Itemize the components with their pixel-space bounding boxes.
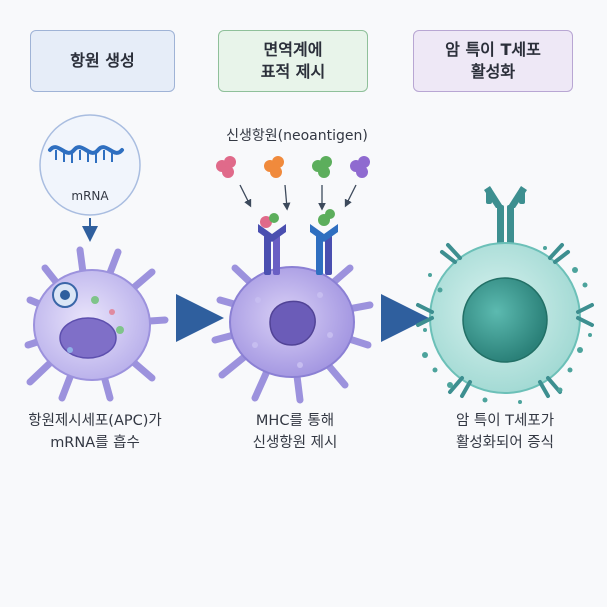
- stage-3-caption-line-1: 암 특이 T세포가: [455, 413, 555, 429]
- stage-3-caption-line-2: 활성화되어 증식: [456, 435, 554, 451]
- t-cell: [416, 186, 594, 404]
- apc2-nucleus: [269, 300, 316, 346]
- neoantigen-label: 신생항원(neoantigen): [226, 128, 368, 144]
- stage-2-caption: MHC를 통해 신생항원 제시: [200, 410, 390, 454]
- stage-2-caption-line-1: MHC를 통해: [255, 413, 335, 429]
- mhc-molecule-2: [310, 209, 338, 275]
- stage-1-title-line-1: 항원 생성: [70, 51, 135, 70]
- apc-cell-1: [24, 246, 169, 402]
- antigen-green-icon: [312, 156, 332, 178]
- stage-3-title-box: 암 특이 T세포 활성화: [413, 30, 573, 92]
- antigen-pink-icon: [216, 156, 236, 178]
- stage-2-title-line-1: 면역계에: [263, 40, 323, 59]
- stage-2-title-line-2: 표적 제시: [260, 62, 326, 81]
- antigen-orange-icon: [264, 156, 284, 178]
- stage-1-caption: 항원제시세포(APC)가 mRNA를 흡수: [0, 410, 190, 454]
- stage-3-caption: 암 특이 T세포가 활성화되어 증식: [405, 410, 605, 454]
- stage-1-caption-line-2: mRNA를 흡수: [50, 435, 140, 451]
- apc-nucleus: [59, 317, 117, 359]
- neoantigen-group: [216, 156, 370, 211]
- antigen-purple-icon: [350, 156, 370, 178]
- stage-2-title-box: 면역계에 표적 제시: [218, 30, 368, 92]
- stage-3-title-line-1: 암 특이 T세포: [445, 40, 541, 59]
- t-cell-nucleus: [462, 277, 548, 363]
- stage-1-title-box: 항원 생성: [30, 30, 175, 92]
- apc-cell-2: [211, 209, 374, 404]
- mrna-strand-icon: [48, 145, 124, 155]
- mrna-label: mRNA: [71, 189, 109, 203]
- t-cell-receptor-top: [484, 186, 527, 245]
- stage-2-caption-line-2: 신생항원 제시: [252, 435, 338, 451]
- mhc-molecule-1: [258, 213, 286, 275]
- stage-1-caption-line-1: 항원제시세포(APC)가: [28, 413, 162, 429]
- mrna-circle: mRNA: [39, 114, 141, 216]
- stage-3-title-line-2: 활성화: [470, 62, 516, 81]
- proliferation-dots: [422, 246, 592, 404]
